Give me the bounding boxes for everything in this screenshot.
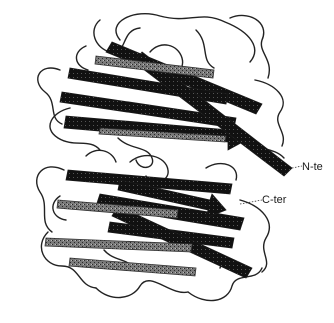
n-terminus-label: N-te [302, 161, 323, 173]
upper-domain [38, 14, 292, 176]
lower-domain [37, 150, 270, 300]
c-terminus-label: C-ter [262, 194, 287, 206]
beta-strand [69, 258, 196, 276]
lower-beta-sheet [45, 170, 252, 278]
n-terminus-leader [292, 166, 302, 168]
upper-beta-sheet [60, 42, 292, 176]
